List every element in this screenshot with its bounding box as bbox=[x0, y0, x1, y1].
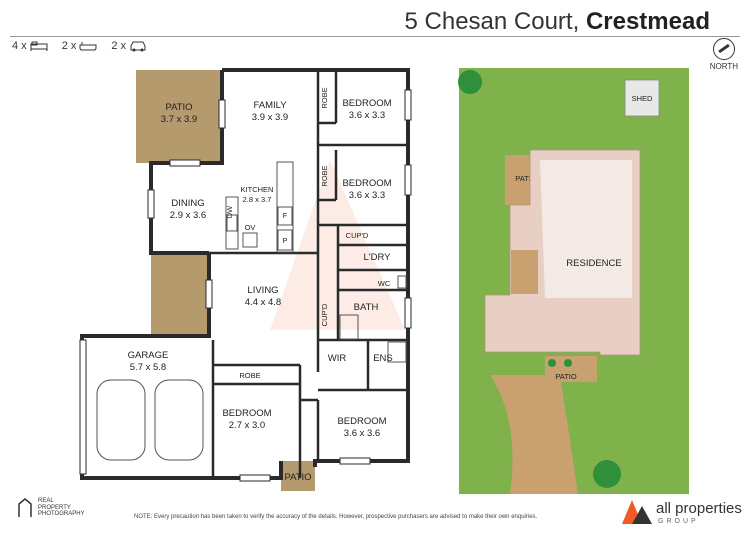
site-driveway bbox=[490, 375, 578, 494]
sink bbox=[226, 214, 238, 232]
bed-count-label: 4 x bbox=[12, 40, 27, 52]
window bbox=[169, 159, 201, 167]
room-label-living: LIVING bbox=[247, 285, 278, 296]
site-residence-roof-light bbox=[540, 160, 632, 298]
room-dim-bedroom1: 3.6 x 3.3 bbox=[349, 110, 385, 121]
shower bbox=[387, 341, 407, 363]
site-patio-left bbox=[511, 250, 538, 294]
site-label-patio-bottom: PATIO bbox=[555, 372, 577, 381]
header-divider bbox=[10, 36, 740, 37]
stove bbox=[242, 232, 258, 248]
window bbox=[404, 89, 412, 121]
site-shed bbox=[624, 79, 660, 117]
property-title: 5 Chesan Court, Crestmead bbox=[405, 8, 711, 36]
room-label-patio-bottom: PATIO bbox=[284, 472, 311, 483]
garage-door bbox=[79, 339, 87, 475]
wall-outline bbox=[222, 68, 410, 467]
bath-count: 2 x bbox=[62, 40, 98, 52]
patio-top-left bbox=[136, 70, 222, 163]
car-count: 2 x bbox=[111, 40, 147, 52]
room-label-dining: DINING bbox=[171, 198, 204, 209]
bath-count-label: 2 x bbox=[61, 40, 77, 52]
window bbox=[239, 474, 271, 482]
fridge bbox=[277, 206, 293, 226]
label-fridge: F bbox=[283, 211, 288, 220]
suburb-name: Crestmead bbox=[585, 8, 710, 35]
photography-logo-line2: PROPERTY bbox=[38, 504, 71, 511]
site-tree bbox=[458, 70, 482, 94]
room-dim-garage: 5.7 x 5.8 bbox=[130, 362, 166, 373]
room-label-bedroom4: BEDROOM bbox=[337, 416, 386, 427]
street-address: 5 Chesan Court, bbox=[404, 8, 580, 35]
bath-tub bbox=[339, 314, 359, 340]
bath-icon bbox=[79, 42, 97, 51]
room-label-family: FAMILY bbox=[253, 100, 287, 111]
photography-logo: REAL PROPERTY PHOTOGRAPHY bbox=[18, 498, 85, 518]
disclaimer-note: NOTE: Every precaution has been taken to… bbox=[134, 514, 538, 520]
window bbox=[147, 189, 155, 219]
site-shrub bbox=[564, 359, 572, 367]
compass-icon bbox=[712, 38, 735, 60]
room-label-robe1: ROBE bbox=[320, 87, 329, 108]
room-dim-patio: 3.7 x 3.9 bbox=[161, 114, 197, 125]
bed-icon bbox=[30, 41, 48, 51]
room-dim-living: 4.4 x 4.8 bbox=[245, 297, 281, 308]
room-label-bedroom1: BEDROOM bbox=[342, 98, 391, 109]
room-label-bedroom2: BEDROOM bbox=[342, 178, 391, 189]
room-label-bedroom3: BEDROOM bbox=[222, 408, 271, 419]
room-label-ensuite: ENS bbox=[373, 353, 393, 364]
patio-left-living bbox=[151, 253, 209, 336]
site-label-residence: RESIDENCE bbox=[566, 258, 621, 269]
window bbox=[339, 457, 371, 465]
room-label-robe3: ROBE bbox=[239, 371, 260, 380]
photography-logo-icon bbox=[18, 498, 32, 517]
car-icon bbox=[130, 41, 146, 52]
room-dim-dining: 2.9 x 3.6 bbox=[170, 210, 206, 221]
window bbox=[218, 99, 226, 129]
site-shrub bbox=[548, 359, 556, 367]
label-cupboard2: CUP'D bbox=[320, 303, 329, 326]
patio-bottom bbox=[281, 461, 315, 491]
window bbox=[404, 297, 412, 329]
label-oven: OV bbox=[245, 223, 256, 232]
room-label-robe2: ROBE bbox=[320, 165, 329, 186]
car-2 bbox=[154, 379, 204, 461]
window bbox=[205, 279, 213, 309]
label-pantry: P bbox=[282, 236, 287, 245]
site-label-shed: SHED bbox=[632, 94, 653, 103]
agency-group: GROUP bbox=[658, 518, 699, 525]
room-label-bath: BATH bbox=[354, 302, 379, 313]
room-label-kitchen: KITCHEN bbox=[241, 185, 274, 194]
north-label: NORTH bbox=[709, 62, 738, 71]
site-label-patio-top: PATIO bbox=[515, 174, 537, 183]
room-dim-family: 3.9 x 3.9 bbox=[252, 112, 288, 123]
room-label-garage: GARAGE bbox=[128, 350, 169, 361]
room-dim-bedroom2: 3.6 x 3.3 bbox=[349, 190, 385, 201]
room-dim-bedroom3: 2.7 x 3.0 bbox=[229, 420, 265, 431]
room-dim-kitchen: 2.8 x 3.7 bbox=[243, 195, 272, 204]
room-dim-bedroom4: 3.6 x 3.6 bbox=[344, 428, 380, 439]
agency-logo-icon bbox=[622, 500, 652, 524]
photography-logo-line1: REAL bbox=[38, 498, 54, 504]
label-cupboard1: CUP'D bbox=[346, 231, 369, 240]
car-count-label: 2 x bbox=[111, 40, 127, 52]
kitchen-bench-right bbox=[276, 161, 294, 253]
feature-counts: 4 x 2 x 2 x bbox=[12, 40, 147, 52]
label-dishwasher: DW bbox=[225, 205, 234, 218]
photography-logo-line3: PHOTOGRAPHY bbox=[38, 511, 85, 517]
room-label-patio: PATIO bbox=[165, 102, 192, 113]
car-1 bbox=[96, 379, 146, 461]
north-indicator: NORTH bbox=[710, 38, 738, 71]
room-label-wir: WIR bbox=[328, 353, 347, 364]
room-label-wc: WC bbox=[378, 279, 391, 288]
window bbox=[404, 164, 412, 196]
agency-name: all properties bbox=[656, 500, 742, 517]
site-tree bbox=[593, 460, 621, 488]
bed-count: 4 x bbox=[12, 40, 48, 52]
room-label-laundry: L'DRY bbox=[364, 252, 392, 263]
kitchen-bench bbox=[225, 196, 239, 250]
pantry bbox=[277, 229, 293, 251]
toilet bbox=[397, 275, 407, 289]
